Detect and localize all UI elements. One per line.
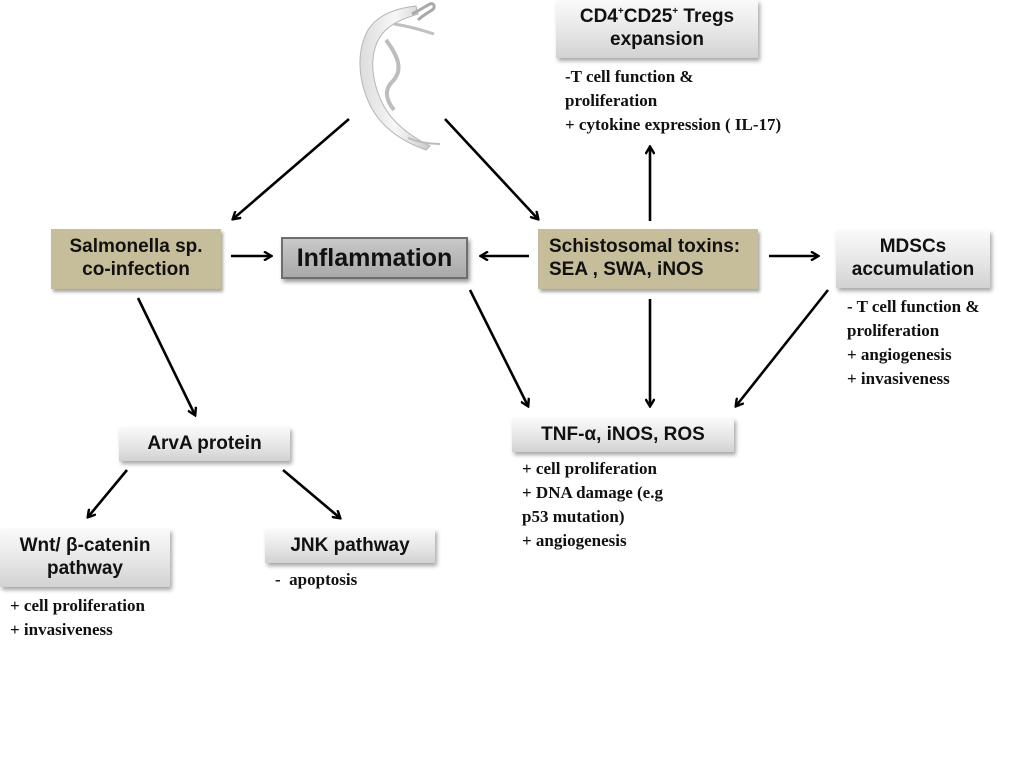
jnk-pathway-node: JNK pathway [265,529,435,563]
mdscs-label-line1: MDSCs [879,236,947,258]
note-line: -T cell function & [565,67,694,86]
mdscs-accumulation-node: MDSCs accumulation [836,230,990,288]
arva-protein-node: ArvA protein [119,427,290,461]
tregs-label-line2: expansion [610,29,704,50]
tnf-effects-notes: + cell proliferation + DNA damage (e.g p… [522,457,663,553]
arrow-inflammation-to-tnf [468,289,528,406]
schistosomal-toxins-node: Schistosomal toxins: SEA , SWA, iNOS [538,229,758,289]
jnk-label: JNK pathway [290,534,410,556]
mdscs-effects-notes: - T cell function & proliferation + angi… [847,295,980,391]
note-line: + cell proliferation [10,596,145,615]
mdscs-label-line2: accumulation [851,259,975,280]
note-line: + DNA damage (e.g [522,483,663,502]
note-line: + angiogenesis [847,345,952,364]
toxins-label-line2: SEA , SWA, iNOS [549,259,704,280]
note-line: p53 mutation) [522,507,625,526]
note-line: - apoptosis [275,570,358,589]
tnf-label: TNF-α, iNOS, ROS [541,423,705,445]
note-line: + cytokine expression ( IL-17) [565,115,782,134]
note-line: + invasiveness [847,369,950,388]
inflammation-label: Inflammation [296,244,453,272]
salmonella-coinfection-node: Salmonella sp. co-infection [51,229,221,289]
tnf-inos-ros-node: TNF-α, iNOS, ROS [512,418,734,452]
salmonella-label-line1: Salmonella sp. [69,236,203,258]
note-line: + invasiveness [10,620,113,639]
schistosome-worm-icon [359,2,441,151]
arrow-parasite-to-salmonella [233,118,350,219]
note-line: proliferation [847,321,940,340]
inflammation-node: Inflammation [281,237,468,279]
wnt-label-line1: Wnt/ β-catenin [19,535,151,557]
salmonella-label-line2: co-infection [82,259,190,280]
arrow-arva-to-wnt [88,469,129,517]
tregs-expansion-node: CD4+CD25+ Tregs expansion [556,0,758,58]
tregs-label-line1: CD4+CD25+ Tregs [579,6,735,28]
note-line: + angiogenesis [522,531,627,550]
wnt-effects-notes: + cell proliferation + invasiveness [10,594,145,642]
arrow-parasite-to-toxins [444,118,538,219]
arrow-salmonella-to-arva [136,297,195,415]
tregs-effects-notes: -T cell function & proliferation + cytok… [565,65,781,137]
wnt-beta-catenin-node: Wnt/ β-catenin pathway [0,529,170,587]
wnt-label-line2: pathway [46,558,124,579]
note-line: - T cell function & [847,297,980,316]
note-line: + cell proliferation [522,459,657,478]
jnk-effects-notes: - apoptosis [275,568,357,592]
arva-label: ArvA protein [147,432,262,454]
note-line: proliferation [565,91,658,110]
arrow-arva-to-jnk [282,469,340,518]
toxins-label-line1: Schistosomal toxins: [549,236,741,258]
arrow-mdscs-to-tnf [736,289,830,406]
